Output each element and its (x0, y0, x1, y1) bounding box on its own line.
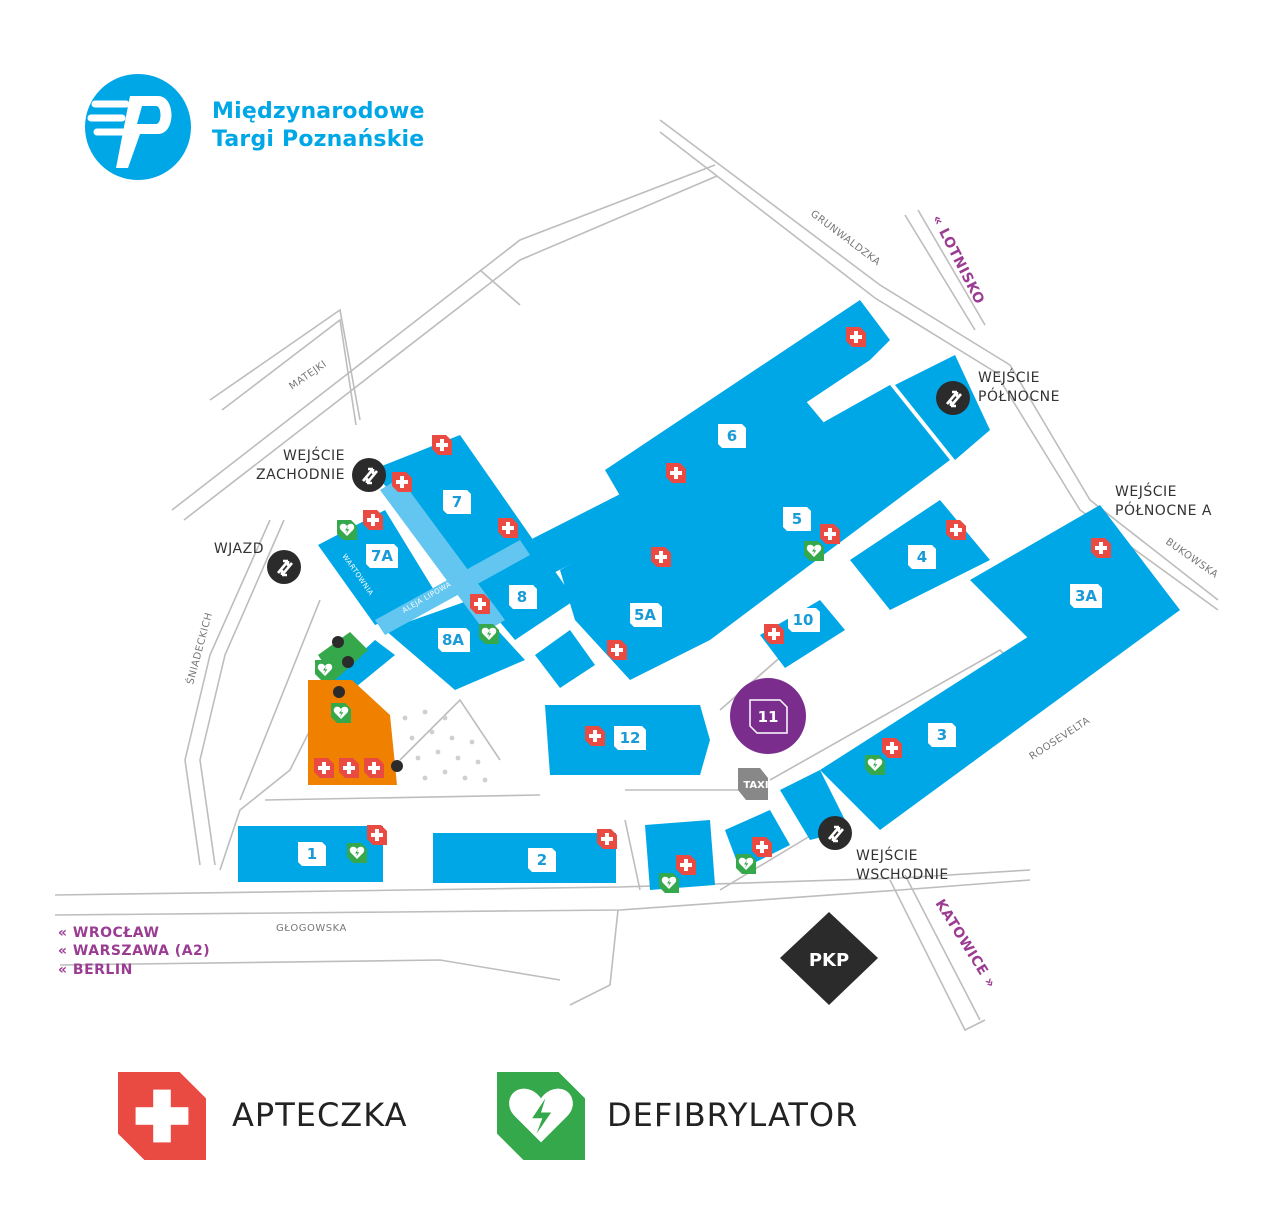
mtp-logo (85, 74, 191, 180)
aid-icon (432, 435, 452, 455)
entrance-east-line1: WEJŚCIE (856, 846, 918, 864)
street-glogowska: GŁOGOWSKA (276, 923, 347, 934)
hall-label-11: 11 (758, 708, 779, 726)
aid-icon (846, 327, 866, 347)
hall-label-8a: 8A (442, 631, 464, 649)
pkp-label: PKP (809, 950, 849, 971)
hall-10 (760, 600, 845, 668)
hall-label-7: 7 (452, 493, 462, 511)
aid-icon (470, 594, 490, 614)
aed-icon (736, 854, 756, 874)
hall-2 (433, 833, 616, 883)
street-roosevelta: ROOSEVELTA (1028, 715, 1093, 762)
small-entry-markers (332, 636, 403, 772)
aid-icon (946, 520, 966, 540)
aid-icon (666, 463, 686, 483)
aed-icon (331, 703, 351, 723)
hall-label-5: 5 (792, 510, 802, 528)
aid-icon (752, 837, 772, 857)
legend-aid-icon (118, 1072, 206, 1160)
hall-label-10: 10 (793, 611, 814, 629)
logo-line1: Międzynarodowe (212, 99, 425, 124)
dest-lotnisko: « LOTNISKO (928, 213, 987, 308)
hall-6-link (520, 400, 830, 580)
hall-label-3a: 3A (1075, 587, 1097, 605)
hall-label-3: 3 (937, 726, 947, 744)
dest-berlin: « BERLIN (58, 962, 133, 978)
entrance-north-line2: PÓŁNOCNE (978, 387, 1060, 405)
legend-aed-icon (497, 1072, 585, 1160)
dest-katowice: KATOWICE » (932, 897, 999, 992)
legend-aed-label: DEFIBRYLATOR (607, 1096, 859, 1134)
dotted-plaza (402, 709, 488, 783)
entrance-west-icon (351, 457, 387, 493)
aid-icon (820, 524, 840, 544)
logo-wordmark: Międzynarodowe Targi Poznańskie (212, 98, 425, 154)
entrance-north-line1: WEJŚCIE (978, 368, 1040, 386)
aid-icon (882, 738, 902, 758)
hall-label-7a: 7A (371, 547, 393, 565)
hall-label-6: 6 (727, 427, 737, 445)
aed-icon (479, 624, 499, 644)
street-bukowska: BUKOWSKA (1163, 536, 1220, 580)
entrance-east-icon (817, 815, 853, 851)
aid-icon (1091, 538, 1111, 558)
aed-icon (659, 873, 679, 893)
entrance-west-line1: WEJŚCIE (283, 446, 345, 464)
hall-small (535, 630, 595, 688)
aid-icon (392, 472, 412, 492)
taxi-label: TAXI (743, 780, 768, 791)
hall-label-4: 4 (917, 548, 927, 566)
aed-icon (347, 843, 367, 863)
aid-icon (367, 825, 387, 845)
street-matejki: MATEJKI (287, 359, 329, 393)
aid-icon (363, 510, 383, 530)
aed-icon (865, 755, 885, 775)
legend-aid-label: APTECZKA (232, 1096, 408, 1134)
hall-label-5a: 5A (634, 606, 656, 624)
hall-label-2: 2 (537, 851, 547, 869)
aed-icon (337, 520, 357, 540)
hall-numbers: 6 7 7A 8 8A 5A 5 4 3A 3 10 12 1 2 11 (298, 424, 1102, 872)
entrance-north-a-line1: WEJŚCIE (1115, 482, 1177, 500)
entrance-labels: WEJŚCIE PÓŁNOCNE WEJŚCIE ZACHODNIE WEJŚC… (214, 368, 1212, 883)
wjazd-icon (266, 549, 302, 585)
aed-icon (315, 660, 335, 680)
aed-icon (804, 541, 824, 561)
aid-icon (651, 547, 671, 567)
hall-label-1: 1 (307, 845, 317, 863)
aid-icon (764, 624, 784, 644)
aid-icon (314, 758, 334, 778)
hall-3 (820, 610, 1180, 830)
entrance-north-a-line2: PÓŁNOCNE A (1115, 501, 1212, 519)
aid-icon (676, 855, 696, 875)
pkp-station: PKP (780, 912, 878, 1005)
aid-icon (607, 640, 627, 660)
aid-icon (364, 758, 384, 778)
aleja-lipowa (375, 478, 530, 635)
street-sniadeckich: ŚNIADECKICH (183, 611, 215, 686)
hall-label-8: 8 (517, 588, 527, 606)
aid-icon (498, 518, 518, 538)
entrance-east-line2: WSCHODNIE (856, 867, 949, 883)
dest-warszawa: « WARSZAWA (A2) (58, 943, 210, 959)
wjazd-label: WJAZD (214, 541, 264, 557)
entrance-north-icon (935, 380, 971, 416)
dest-wroclaw: « WROCŁAW (58, 925, 159, 941)
hall-label-12: 12 (620, 729, 641, 747)
entrance-west-line2: ZACHODNIE (256, 467, 345, 483)
hall-11 (730, 678, 806, 754)
taxi-sign: TAXI (738, 768, 769, 800)
aid-icon (597, 829, 617, 849)
aid-icon (585, 726, 605, 746)
aid-icon (339, 758, 359, 778)
logo-line2: Targi Poznańskie (212, 127, 425, 152)
